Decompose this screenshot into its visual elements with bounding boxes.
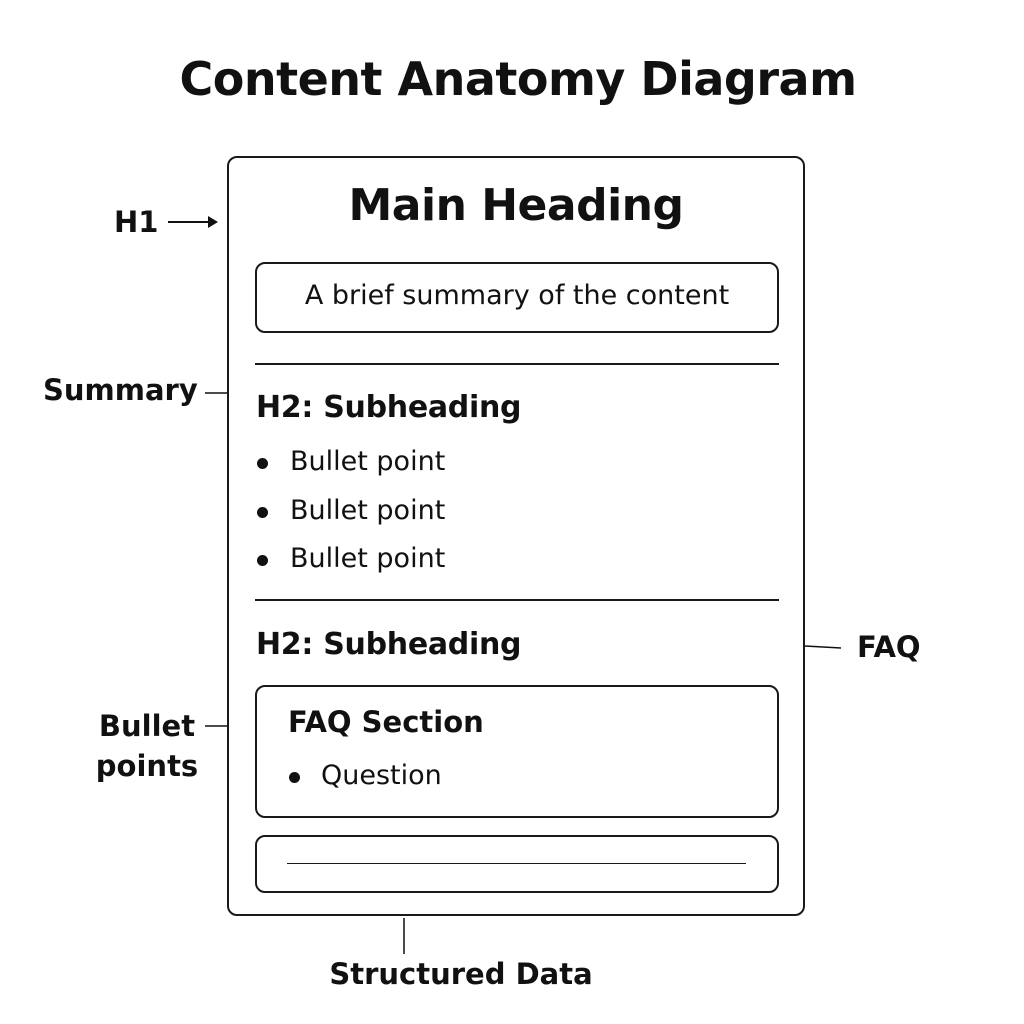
subheading-1: H2: Subheading xyxy=(256,390,522,425)
main-heading: Main Heading xyxy=(348,180,684,231)
callout-faq: FAQ xyxy=(857,630,921,664)
bullet-dot xyxy=(257,555,268,566)
bullet-dot xyxy=(289,772,300,783)
faq-connector xyxy=(804,645,842,649)
bullet-dot xyxy=(257,458,268,469)
diagram-title: Content Anatomy Diagram xyxy=(179,52,857,106)
faq-section-title: FAQ Section xyxy=(288,705,484,739)
callout-summary: Summary xyxy=(43,373,198,407)
bullet-point-3: Bullet point xyxy=(290,543,446,574)
bullet-point-1: Bullet point xyxy=(290,446,446,477)
page-frame xyxy=(227,156,805,916)
summary-text: A brief summary of the content xyxy=(304,280,730,311)
faq-question: Question xyxy=(321,760,442,791)
bullet-point-2: Bullet point xyxy=(290,495,446,526)
structured-data-line xyxy=(287,863,746,864)
faq-section-box xyxy=(255,685,779,818)
section-divider xyxy=(255,363,779,365)
callout-h1: H1 xyxy=(114,205,159,239)
structured-data-box xyxy=(255,835,779,893)
summary-box xyxy=(255,262,779,333)
section-divider xyxy=(255,599,779,601)
subheading-2: H2: Subheading xyxy=(256,627,522,662)
callout-structured-data: Structured Data xyxy=(329,957,593,991)
h1-arrow-head-icon xyxy=(208,216,218,228)
bullet-dot xyxy=(257,507,268,518)
callout-bullet-points: Bullet points xyxy=(95,709,199,783)
